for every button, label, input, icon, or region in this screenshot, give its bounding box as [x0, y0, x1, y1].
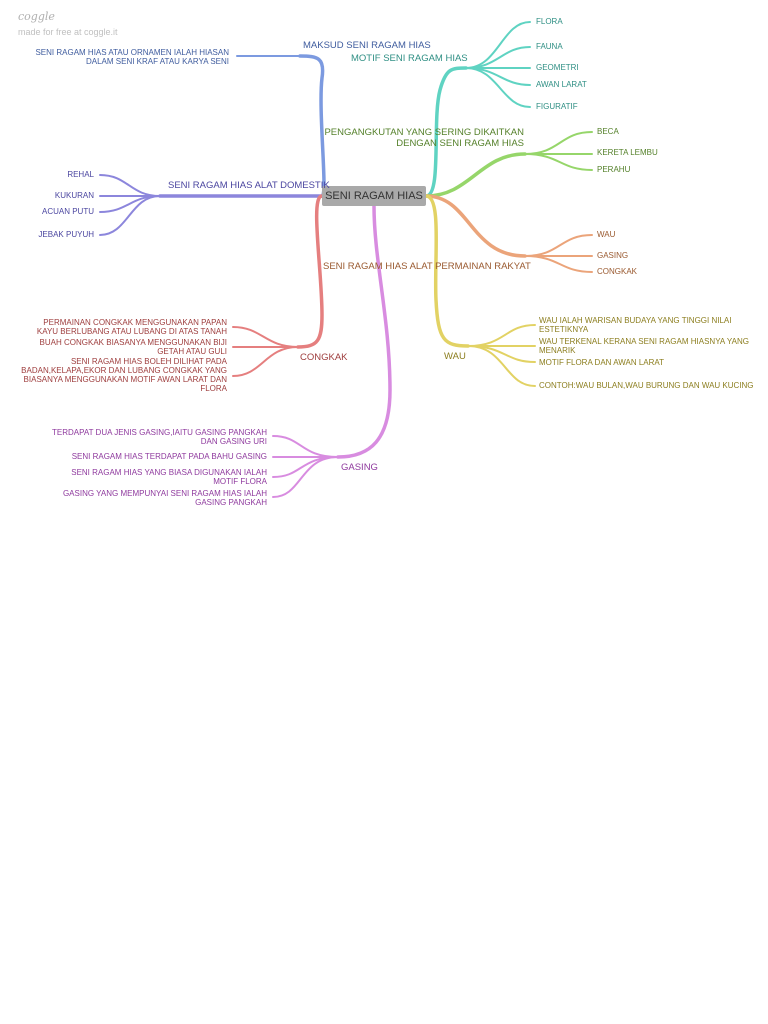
leaf-wau-1[interactable]: WAU TERKENAL KERANA SENI RAGAM HIASNYA Y… [539, 337, 749, 355]
leaf-pengangkutan-0[interactable]: BECA [597, 127, 619, 136]
leaf-pengangkutan-2[interactable]: PERAHU [597, 165, 631, 174]
branch-congkak[interactable] [232, 194, 324, 377]
leaf-permainan-2[interactable]: CONGKAK [597, 267, 638, 276]
leaf-motif-1[interactable]: FAUNA [536, 42, 563, 51]
branch-permainan[interactable] [424, 194, 593, 273]
leaf-wau-0[interactable]: WAU IALAH WARISAN BUDAYA YANG TINGGI NIL… [539, 316, 732, 334]
leaf-gasing-1[interactable]: SENI RAGAM HIAS TERDAPAT PADA BAHU GASIN… [71, 452, 267, 461]
branch-motif[interactable] [424, 21, 531, 198]
leaf-wau-3[interactable]: CONTOH:WAU BULAN,WAU BURUNG DAN WAU KUCI… [539, 381, 754, 390]
leaf-congkak-0[interactable]: PERMAINAN CONGKAK MENGGUNAKAN PAPAN KAYU… [36, 318, 227, 336]
branch-label-gasing[interactable]: GASING [341, 462, 378, 473]
branch-label-maksud[interactable]: MAKSUD SENI RAGAM HIAS [303, 40, 431, 51]
leaf-motif-2[interactable]: GEOMETRI [536, 63, 579, 72]
leaf-domestik-2[interactable]: ACUAN PUTU [41, 207, 94, 216]
leaf-permainan-0[interactable]: WAU [597, 230, 616, 239]
leaf-motif-3[interactable]: AWAN LARAT [536, 80, 587, 89]
leaf-pengangkutan-1[interactable]: KERETA LEMBU [597, 148, 658, 157]
leaf-permainan-1[interactable]: GASING [597, 251, 629, 260]
branch-gasing[interactable] [272, 204, 392, 498]
branch-label-wau[interactable]: WAU [444, 351, 466, 362]
branch-label-permainan[interactable]: SENI RAGAM HIAS ALAT PERMAINAN RAKYAT [323, 261, 531, 272]
branch-maksud[interactable] [236, 54, 326, 198]
coggle-logo: coggle [18, 10, 55, 23]
leaf-maksud-0[interactable]: SENI RAGAM HIAS ATAU ORNAMEN IALAH HIASA… [35, 48, 229, 66]
branch-label-domestik[interactable]: SENI RAGAM HIAS ALAT DOMESTIK [168, 180, 330, 191]
leaf-motif-4[interactable]: FIGURATIF [536, 102, 578, 111]
branch-label-congkak[interactable]: CONGKAK [300, 352, 348, 363]
branch-domestik[interactable] [99, 174, 324, 236]
leaf-gasing-3[interactable]: GASING YANG MEMPUNYAI SENI RAGAM HIAS IA… [62, 489, 267, 507]
leaf-domestik-0[interactable]: REHAL [67, 170, 94, 179]
leaf-congkak-2[interactable]: SENI RAGAM HIAS BOLEH DILIHAT PADA BADAN… [21, 357, 227, 393]
branch-pengangkutan[interactable] [424, 131, 593, 198]
leaf-congkak-1[interactable]: BUAH CONGKAK BIASANYA MENGGUNAKAN BIJI G… [39, 338, 227, 356]
leaf-domestik-3[interactable]: JEBAK PUYUH [38, 230, 94, 239]
credit-text: made for free at coggle.it [18, 27, 118, 37]
leaf-motif-0[interactable]: FLORA [536, 17, 563, 26]
leaf-wau-2[interactable]: MOTIF FLORA DAN AWAN LARAT [539, 358, 665, 367]
branch-wau[interactable] [424, 194, 536, 387]
leaf-gasing-2[interactable]: SENI RAGAM HIAS YANG BIASA DIGUNAKAN IAL… [71, 468, 267, 486]
leaf-domestik-1[interactable]: KUKURAN [54, 191, 94, 200]
leaf-gasing-0[interactable]: TERDAPAT DUA JENIS GASING,IAITU GASING P… [51, 428, 267, 446]
root-node[interactable]: SENI RAGAM HIAS [322, 186, 426, 206]
branch-label-pengangkutan[interactable]: PENGANGKUTAN YANG SERING DIKAITKAN DENGA… [324, 127, 524, 149]
branch-label-motif[interactable]: MOTIF SENI RAGAM HIAS [351, 53, 468, 64]
